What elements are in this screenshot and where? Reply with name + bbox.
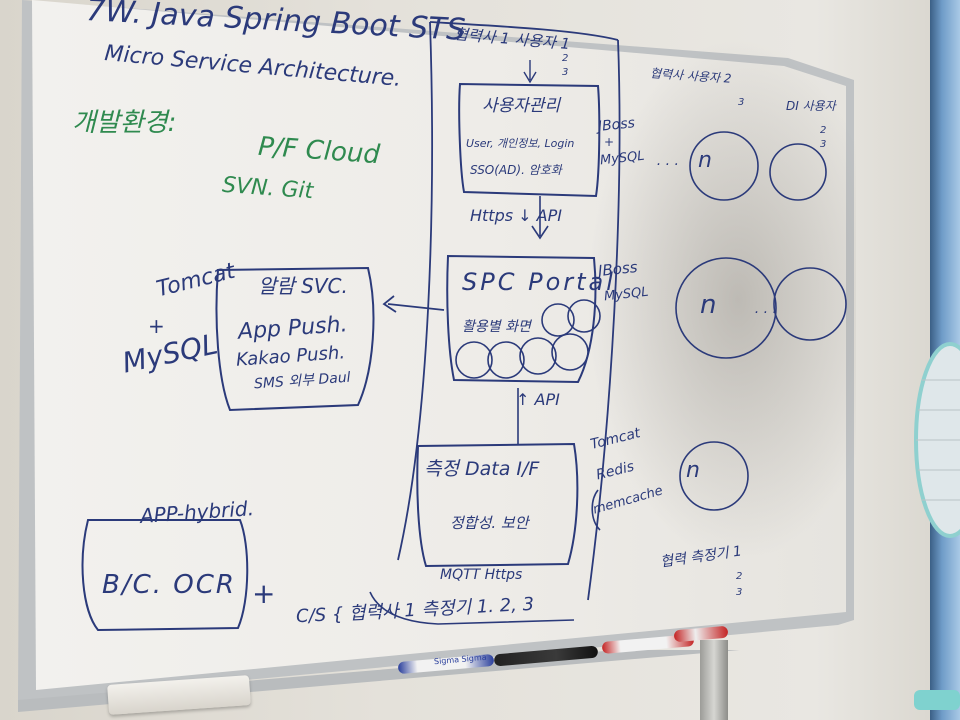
di-users-2: 2 xyxy=(820,125,827,136)
jboss-top-2: + xyxy=(604,135,615,149)
node-n-top: n xyxy=(698,148,712,173)
top-box-line-1: User, 개인정보, Login xyxy=(466,137,575,150)
bottom-right-2: 2 xyxy=(736,571,743,582)
portal-sub: 활용별 화면 xyxy=(462,319,531,335)
jboss-top-1: JBoss xyxy=(597,115,636,135)
top-box-line-2: SSO(AD). 암호화 xyxy=(470,163,562,177)
measure-protocol: MQTT Https xyxy=(440,567,523,583)
node-dots-mid: · · · xyxy=(754,305,777,321)
dev-env-label: 개발환경: xyxy=(72,108,177,138)
left-server-plus: + xyxy=(148,314,165,338)
node-n-bottom: n xyxy=(686,458,700,483)
right-header-3: 3 xyxy=(738,97,745,108)
dev-env-cloud: P/F Cloud xyxy=(257,131,381,171)
di-users: DI 사용자 xyxy=(786,99,836,113)
api-up-label: ↑ API xyxy=(516,390,560,409)
app-plus: + xyxy=(252,577,276,610)
node-dots-top: · · · xyxy=(656,157,679,173)
whiteboard xyxy=(18,0,856,700)
measure-title: 측정 Data I/F xyxy=(424,458,540,480)
jboss-mid-1: JBoss xyxy=(597,257,639,281)
top-box-title: 사용자관리 xyxy=(482,96,561,116)
di-users-3: 3 xyxy=(820,139,827,150)
app-box-text: B/C. OCR xyxy=(102,570,236,600)
portal-title: SPC Portal xyxy=(462,268,616,296)
node-n-mid: n xyxy=(700,290,717,320)
bottom-right-3: 3 xyxy=(736,587,743,598)
board-stand xyxy=(700,640,728,720)
top-box-header-3: 3 xyxy=(562,67,569,78)
https-api-label: Https ↓ API xyxy=(470,206,562,225)
electric-fan xyxy=(914,342,960,538)
fan-base xyxy=(914,690,960,710)
measure-line-1: 정합성. 보안 xyxy=(450,514,529,532)
notify-title: 알람 SVC. xyxy=(258,274,348,298)
top-box-header-2: 2 xyxy=(562,53,569,64)
